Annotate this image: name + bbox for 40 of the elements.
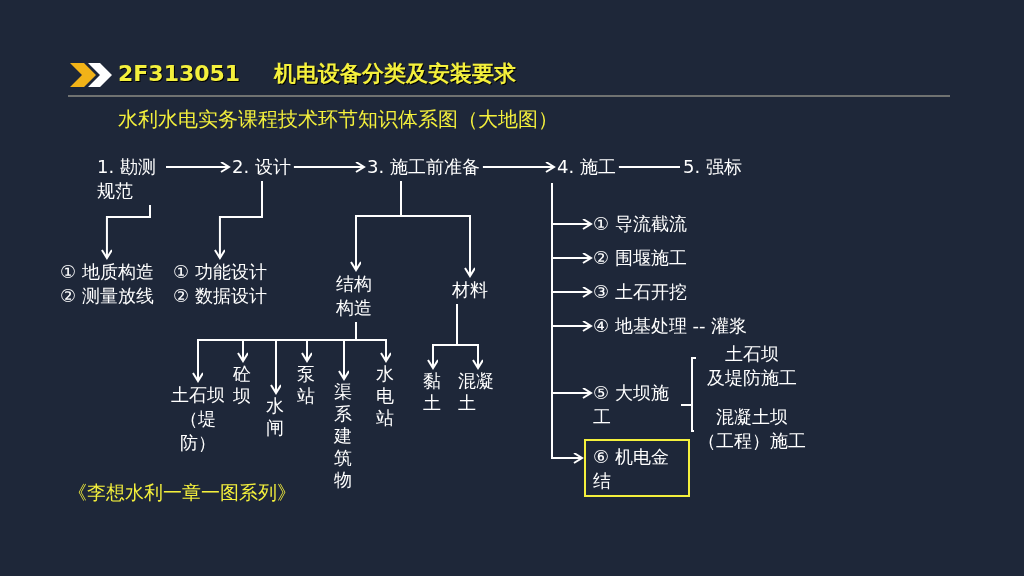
list-item: ② 测量放线 xyxy=(60,284,154,308)
node-label: 1. 勘测规范 xyxy=(97,155,163,203)
node-label: 结构构造 xyxy=(336,272,376,320)
node-label: 水电站 xyxy=(376,363,396,429)
brace xyxy=(680,404,695,432)
node-label: 混凝土 xyxy=(458,370,498,414)
list-item: ① 功能设计 xyxy=(173,260,267,284)
list-item: ② 数据设计 xyxy=(173,284,267,308)
node-label: 渠系建筑物 xyxy=(334,381,354,491)
node-label: ① 导流截流 xyxy=(593,212,687,236)
list-item: ① 地质构造 xyxy=(60,260,154,284)
node-label: 黏土 xyxy=(423,370,443,414)
connector-line xyxy=(617,166,681,168)
node-label: ② 围堰施工 xyxy=(593,246,687,270)
arrow xyxy=(165,161,230,173)
node-label: 2. 设计 xyxy=(232,155,291,179)
node-label: 泵站 xyxy=(297,363,317,407)
subtitle: 水利水电实务课程技术环节知识体系图（大地图） xyxy=(118,106,558,132)
node-label: 混凝土坝（工程）施工 xyxy=(695,405,809,453)
arrow xyxy=(456,303,484,369)
title: 2F313051 机电设备分类及安装要求 xyxy=(118,60,516,88)
arrow xyxy=(100,204,151,259)
node-label: 4. 施工 xyxy=(557,155,616,179)
arrow xyxy=(481,161,555,173)
node-label: ③ 土石开挖 xyxy=(593,280,687,304)
node-label: 水闸 xyxy=(266,395,286,439)
node-label: ⑤ 大坝施工 xyxy=(593,381,679,429)
node-label: ④ 地基处理 -- 灌浆 xyxy=(593,314,748,338)
arrow xyxy=(355,321,392,362)
arrow xyxy=(213,180,263,259)
node-label: 材料 xyxy=(452,278,488,302)
series-label: 《李想水利一章一图系列》 xyxy=(68,480,296,505)
highlight-box: ⑥ 机电金结 xyxy=(584,439,690,497)
node-label: 土石坝及堤防施工 xyxy=(697,342,807,390)
node-label: 3. 施工前准备 xyxy=(367,155,480,179)
arrow xyxy=(551,182,583,464)
node-label: 土石坝（堤防） xyxy=(170,383,226,455)
node-label: 5. 强标 xyxy=(683,155,742,179)
node-label: 砼坝 xyxy=(233,363,253,407)
arrow xyxy=(292,161,365,173)
